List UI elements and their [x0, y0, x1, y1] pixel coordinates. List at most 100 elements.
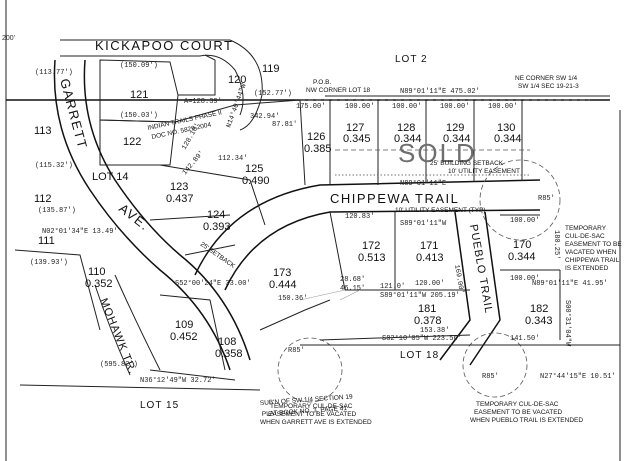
dim-180-25: 180.25' — [552, 230, 560, 259]
lot-line-173-south — [259, 299, 331, 331]
lot-line-124-south — [184, 244, 236, 256]
lot-line-172-west — [329, 211, 346, 291]
lot-line-123-124 — [149, 214, 231, 221]
pueblo-trail-label: PUEBLO TRAIL — [467, 223, 495, 314]
garrett-ave-east-edge — [83, 59, 251, 361]
dim-150-03: (150.03') — [120, 112, 158, 120]
lot-124-area: 0.393 — [203, 221, 231, 233]
lot-170-number: 170 — [513, 239, 531, 251]
radius-r85-east: R85' — [538, 195, 555, 203]
culdesac-pueblo-note-1: TEMPORARY CUL-DE-SAC — [476, 401, 559, 408]
dim-150-09: (150.09') — [120, 62, 158, 70]
lot-15-label: LOT 15 — [140, 400, 179, 411]
lot-line-108-south — [149, 369, 236, 381]
lot-123-area: 0.437 — [166, 193, 194, 205]
lot-171-number: 171 — [420, 240, 438, 252]
lot-line-181-south — [319, 334, 471, 341]
dim-28-68: 28.68' — [340, 276, 365, 284]
culdesac-east-note-5: CHIPPEWA TRAIL — [565, 257, 620, 264]
dim-113-77: (113.77') — [35, 69, 73, 77]
bearing-n27: N27°44'15"E 10.51' — [540, 372, 616, 381]
chippewa-trail-north-edge — [194, 179, 541, 276]
lot-125-area: 0.490 — [242, 175, 270, 187]
lot-15-north-line — [19, 384, 261, 391]
lot-120-number: 120 — [228, 74, 246, 86]
dim-139-93: (139.93') — [30, 259, 68, 267]
lot-113-number: 113 — [34, 125, 52, 137]
lot-126-number: 126 — [307, 131, 325, 143]
lot-181-number: 181 — [418, 303, 436, 315]
dim-121-0: 121.0' — [380, 283, 405, 291]
lot-171-area: 0.413 — [416, 252, 444, 264]
dim-135-87: (135.87') — [38, 207, 76, 215]
utility-easement-note: 10' UTILITY EASEMENT — [448, 168, 520, 175]
dim-342-94: 342.94' — [250, 113, 279, 121]
dim-115-32: (115.32') — [35, 162, 73, 170]
chippewa-trail-label: CHIPPEWA TRAIL — [330, 191, 459, 206]
culdesac-east-circle — [479, 159, 561, 241]
lot-109-area: 0.452 — [170, 331, 198, 343]
lot-182-number: 182 — [530, 303, 548, 315]
bearing-n02: N02°01'34"E 13.49' — [42, 227, 118, 236]
lot-181-area: 0.378 — [414, 315, 442, 327]
garrett-ave-west-edge — [53, 59, 231, 371]
lot-173-number: 173 — [273, 267, 291, 279]
scale-edge-label: 200' — [2, 35, 15, 42]
bearing-sw-corner: S00°31'04"W — [563, 300, 572, 347]
culdesac-garrett-note-2: EASEMENT TO BE VACATED — [268, 411, 357, 418]
culdesac-pueblo-note-3: WHEN PUEBLO TRAIL IS EXTENDED — [470, 417, 583, 424]
kickapoo-court-label: KICKAPOO COURT — [95, 38, 234, 53]
lot-119-number: 119 — [262, 63, 280, 75]
dim-120-83: 120.83' — [345, 213, 374, 221]
dim-100-b: 100.00' — [392, 103, 421, 111]
bearing-n36: N36°12'49"W 32.72' — [140, 376, 216, 385]
lot-172-area: 0.513 — [358, 252, 386, 264]
lot-120-outline — [178, 54, 216, 96]
chippewa-north-bearing: N89°01'11"E — [400, 179, 446, 188]
lot-111-number: 111 — [38, 235, 55, 247]
dim-100-a: 100.00' — [345, 103, 374, 111]
culdesac-pueblo-note-2: EASEMENT TO BE VACATED — [474, 409, 563, 416]
lot-14-label: LOT 14 — [92, 171, 129, 183]
lot-121-number: 121 — [130, 89, 148, 101]
lot-line-110 — [14, 249, 101, 331]
lot-121-outline — [99, 59, 179, 123]
lot-127-number: 127 — [346, 122, 364, 134]
culdesac-pueblo-circle — [462, 332, 528, 398]
lot-172-number: 172 — [362, 240, 380, 252]
pob-note: NW CORNER LOT 18 — [306, 87, 371, 94]
mohawk-west-edge — [94, 284, 131, 376]
lot-126-area: 0.385 — [304, 143, 332, 155]
lot-18-label: LOT 18 — [400, 350, 439, 361]
utility-easement-typ-note: 10' UTILITY EASEMENT (TYP) — [395, 207, 486, 214]
lot-line-108-109 — [159, 294, 226, 371]
lot-110-number: 110 — [88, 266, 106, 278]
lot-170-area: 0.344 — [508, 251, 536, 263]
radius-r85-pueblo: R85' — [482, 373, 499, 381]
bearing-n89-41-95: N89°01'11"E 41.95' — [532, 279, 608, 288]
lot-124-number: 124 — [207, 209, 225, 221]
dim-141-50: 141.50' — [510, 335, 539, 343]
dim-152-77: (152.77') — [254, 90, 292, 98]
dim-46-15: 46.15' — [340, 285, 365, 293]
pob-label: P.O.B. — [313, 79, 332, 86]
lot-130-number: 130 — [497, 122, 515, 134]
bearing-s89-2: S89°01'11"W 205.19' — [380, 291, 460, 300]
bearing-s89-1: S89°01'11"W — [400, 219, 447, 228]
pueblo-trail-west-edge — [439, 211, 471, 361]
kickapoo-court-edge-bottom — [60, 54, 244, 116]
culdesac-east-note-4: VACATED WHEN — [565, 249, 617, 256]
lot-122-number: 122 — [123, 136, 141, 148]
lot-173-area: 0.444 — [269, 279, 297, 291]
lot-173-hatch — [299, 289, 361, 301]
lot-line-125-126 — [174, 99, 306, 186]
dim-100-d: 100.00' — [488, 103, 517, 111]
lot-2-label: LOT 2 — [395, 54, 428, 65]
lot-110-area: 0.352 — [85, 278, 113, 290]
mohawk-east-edge — [114, 274, 161, 371]
dim-100-e: 100.00' — [510, 217, 539, 225]
lot-109-number: 109 — [175, 319, 193, 331]
ne-corner-line-1: NE CORNER SW 1/4 — [515, 75, 578, 82]
culdesac-garrett-circle — [277, 337, 343, 403]
